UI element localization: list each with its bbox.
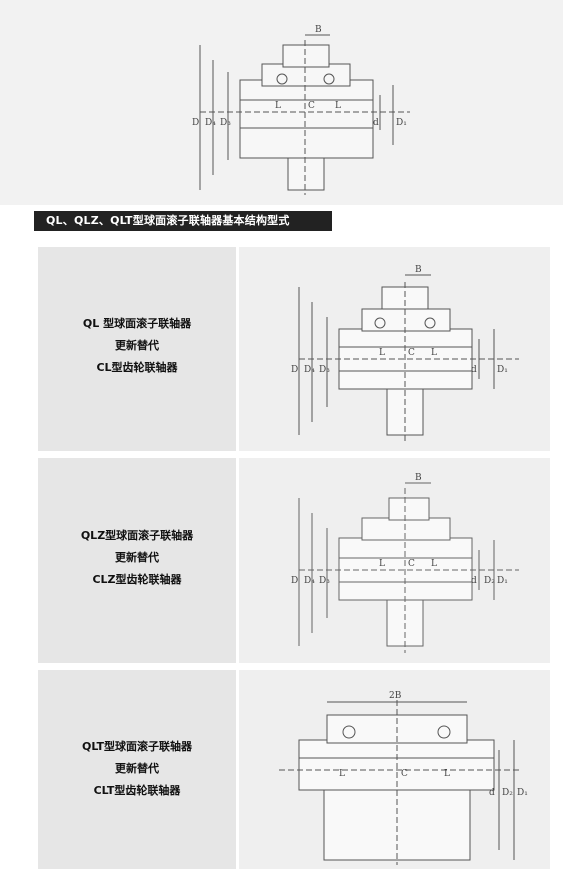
dim-label-d1: D₁ (497, 576, 508, 586)
dim-label-d1: D₁ (517, 788, 528, 798)
dim-label-c: C (408, 348, 415, 358)
dim-label-d3-top: D₃ (220, 118, 231, 128)
dim-label-d4: D₄ (304, 365, 315, 375)
dim-label-d2: D₂ (484, 576, 495, 586)
dim-label-d-top: D (192, 118, 199, 128)
row-text-cell: QL 型球面滚子联轴器 更新替代 CL型齿轮联轴器 (38, 247, 236, 451)
dim-label-l2-top: L (335, 101, 341, 111)
row-drawing-cell: B L L C D D₄ D₃ d D₂ D₁ (239, 458, 550, 663)
row-subtitle: 更新替代 (115, 551, 159, 564)
dim-label-d: D (291, 576, 298, 586)
row-replacement: CLZ型齿轮联轴器 (92, 573, 182, 586)
table-row-qlz: QLZ型球面滚子联轴器 更新替代 CLZ型齿轮联轴器 (38, 458, 550, 663)
dim-label-dd: d (471, 576, 477, 586)
dim-label-l2: L (444, 769, 450, 779)
row-text-cell: QLZ型球面滚子联轴器 更新替代 CLZ型齿轮联轴器 (38, 458, 236, 663)
dim-label-l: L (379, 559, 385, 569)
dim-label-dd: d (471, 365, 477, 375)
dim-label-d1: D₁ (497, 365, 508, 375)
qlz-coupling-drawing: B L L C D D₄ D₃ d D₂ D₁ (291, 473, 519, 653)
row-subtitle: 更新替代 (115, 762, 159, 775)
dim-label-l: L (339, 769, 345, 779)
dim-label-2b: 2B (389, 691, 402, 701)
dim-label-l2: L (431, 348, 437, 358)
row-drawing-cell: 2B L L C d D₂ D₁ (239, 670, 550, 869)
dim-label-c-top: C (308, 101, 315, 111)
row-title: QLZ型球面滚子联轴器 (80, 529, 194, 542)
dim-label-dd: d (489, 788, 495, 798)
row-replacement: CLT型齿轮联轴器 (93, 784, 181, 797)
top-drawing-panel: B L L C D D₄ D₃ d D₁ (0, 0, 563, 205)
dim-label-dd-top: d (373, 118, 379, 128)
dim-label-b-top: B (315, 25, 322, 35)
ql-coupling-drawing: B L L C D D₄ D₃ d D₁ (291, 265, 519, 442)
dim-label-d3: D₃ (319, 576, 330, 586)
row-text-cell: QLT型球面滚子联轴器 更新替代 CLT型齿轮联轴器 (38, 670, 236, 869)
row-replacement: CL型齿轮联轴器 (96, 361, 178, 374)
dim-label-l2: L (431, 559, 437, 569)
dim-label-b: B (415, 473, 422, 483)
dim-label-d4-top: D₄ (205, 118, 216, 128)
qlt-coupling-drawing: 2B L L C d D₂ D₁ (279, 691, 528, 865)
dim-label-d2: D₂ (502, 788, 513, 798)
structure-types-banner: QL、QLZ、QLT型球面滚子联轴器基本结构型式 (34, 211, 332, 231)
dim-label-d1-top: D₁ (396, 118, 407, 128)
dim-label-d: D (291, 365, 298, 375)
dim-label-b: B (415, 265, 422, 275)
table-row-qlt: QLT型球面滚子联轴器 更新替代 CLT型齿轮联轴器 2B L L C d (38, 670, 550, 869)
ql-coupling-drawing-top: B L L C D D₄ D₃ d D₁ (192, 25, 410, 195)
dim-label-d3: D₃ (319, 365, 330, 375)
dim-label-c: C (401, 769, 408, 779)
table-row-ql: QL 型球面滚子联轴器 更新替代 CL型齿轮联轴器 (38, 247, 550, 451)
row-drawing-cell: B L L C D D₄ D₃ d D₁ (239, 247, 550, 451)
dim-label-l: L (379, 348, 385, 358)
row-subtitle: 更新替代 (115, 339, 159, 352)
dim-label-l-top: L (275, 101, 281, 111)
row-title: QL 型球面滚子联轴器 (82, 317, 192, 330)
dim-label-c: C (408, 559, 415, 569)
row-title: QLT型球面滚子联轴器 (81, 740, 193, 753)
dim-label-d4: D₄ (304, 576, 315, 586)
